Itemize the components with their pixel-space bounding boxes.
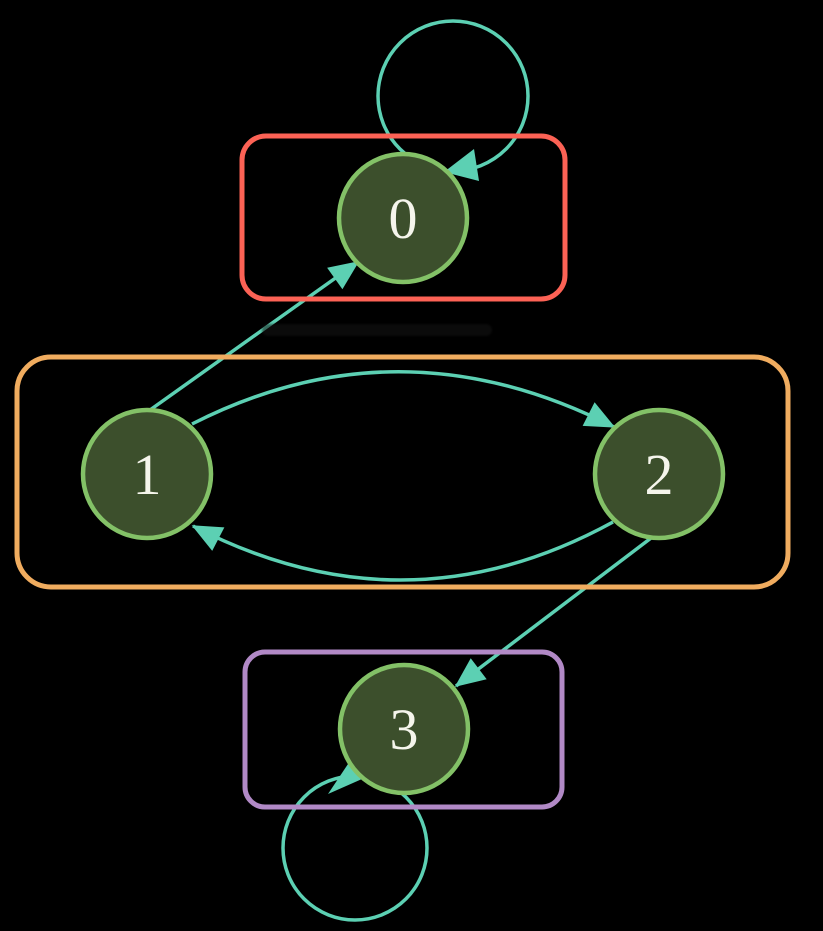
edge-self-loop-0-arrowhead-icon (444, 149, 479, 181)
edge-2-to-1 (191, 520, 614, 582)
node-0-label: 0 (389, 186, 418, 251)
faded-artifact (262, 324, 492, 336)
edge-1-to-0 (148, 260, 360, 412)
edge-1-to-2 (191, 370, 616, 429)
node-1-label: 1 (133, 442, 162, 507)
node-1: 1 (80, 407, 214, 541)
edge-self-loop-0 (376, 19, 530, 173)
node-3-label: 3 (390, 697, 419, 762)
node-3-circle (337, 662, 471, 796)
node-0-circle (336, 151, 470, 285)
node-2-label: 2 (645, 442, 674, 507)
node-2-circle (592, 407, 726, 541)
group-box-top (239, 133, 568, 302)
node-layer: 0 1 2 3 (80, 151, 726, 796)
edge-layer (148, 19, 657, 922)
node-1-circle (80, 407, 214, 541)
node-3: 3 (337, 662, 471, 796)
group-box-layer (14, 133, 791, 810)
group-box-middle (14, 354, 791, 590)
node-2: 2 (592, 407, 726, 541)
node-0: 0 (336, 151, 470, 285)
edge-self-loop-3 (281, 774, 429, 922)
group-box-bottom (242, 649, 565, 810)
edge-2-to-3 (454, 533, 657, 688)
